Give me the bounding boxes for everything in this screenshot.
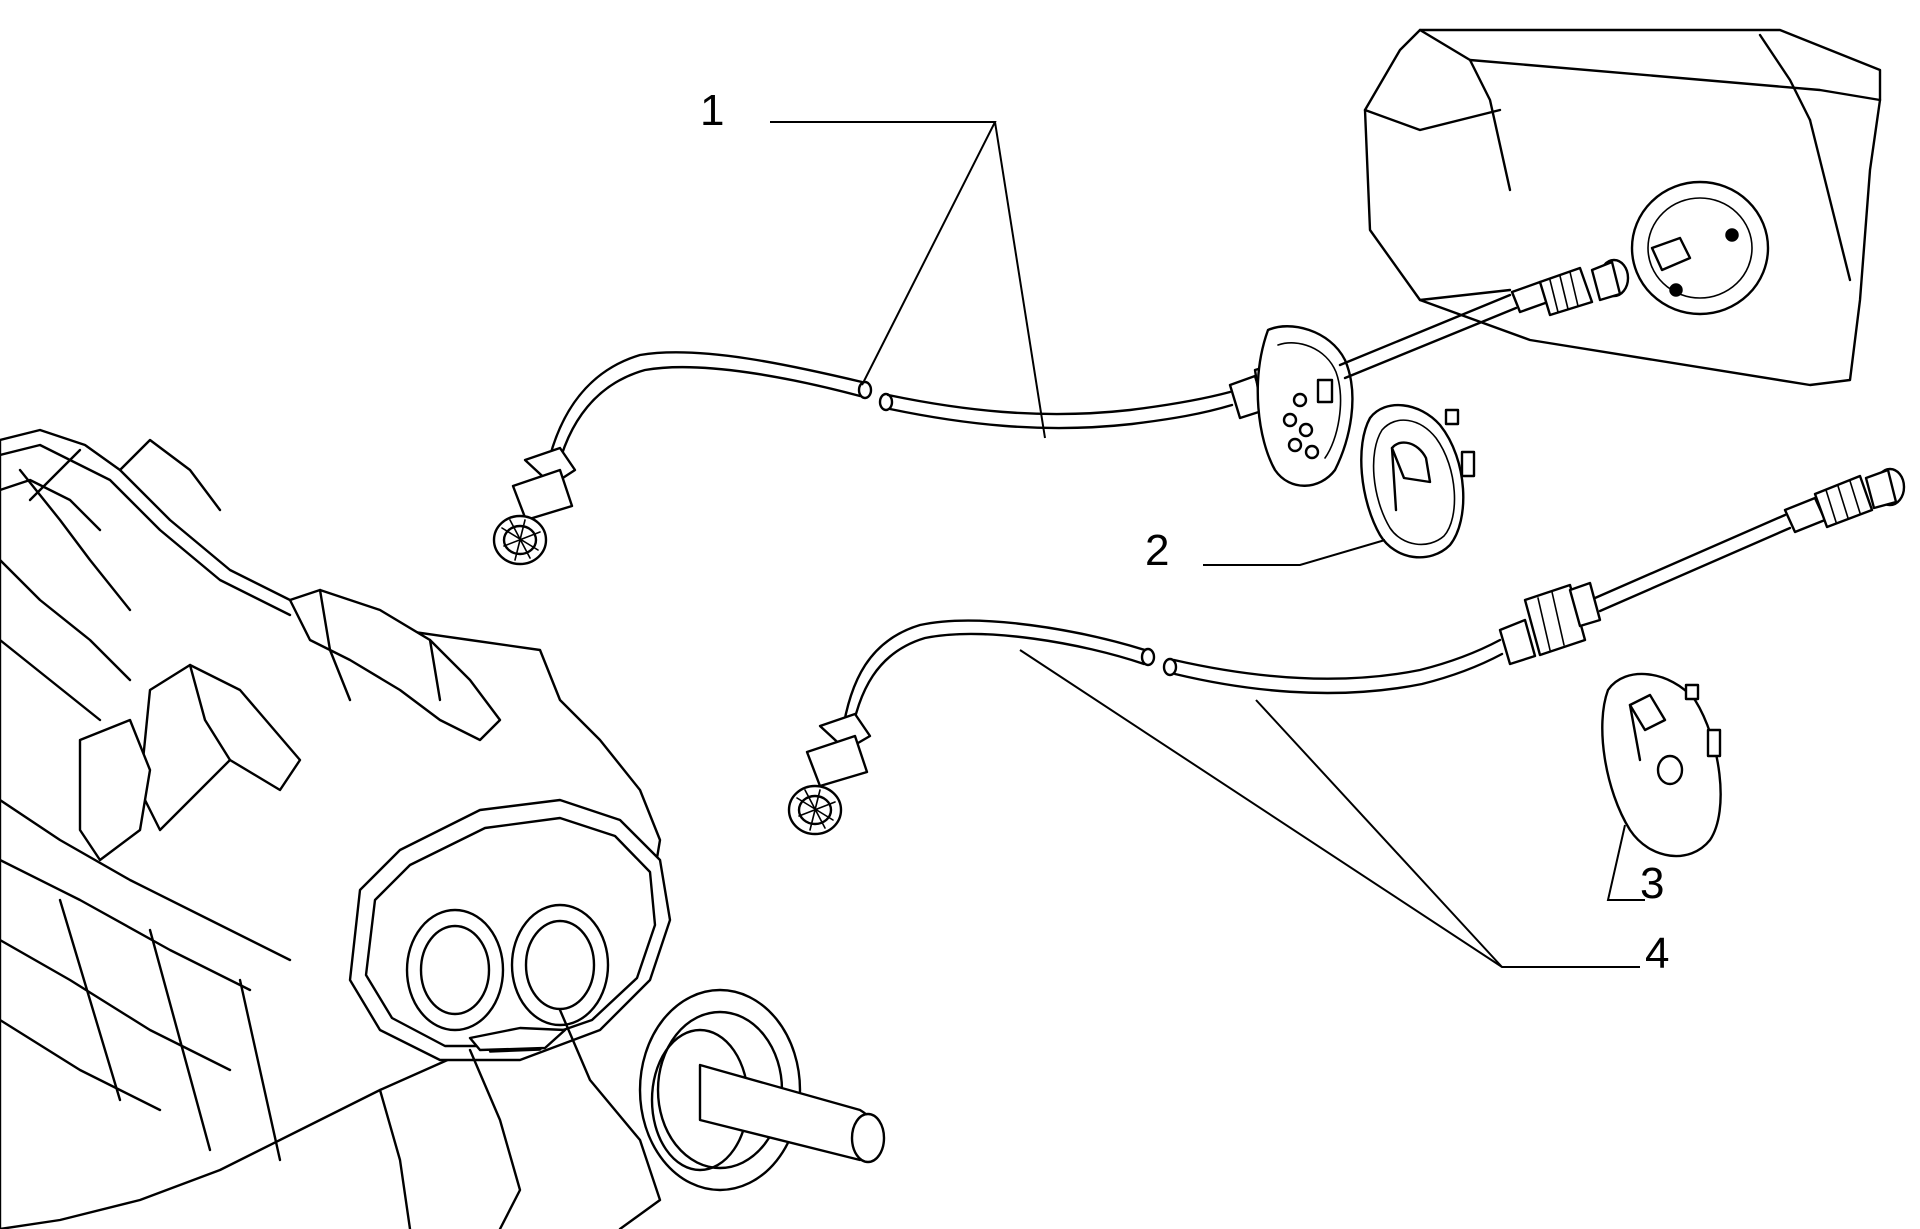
gearbox-housing bbox=[0, 428, 886, 1229]
leader-1 bbox=[770, 121, 997, 386]
leader-2 bbox=[1203, 539, 1386, 566]
leader-lines bbox=[770, 121, 1645, 968]
grommet-part-3 bbox=[1601, 672, 1722, 858]
instrument-cluster bbox=[1363, 28, 1882, 387]
callout-4: 4 bbox=[1645, 929, 1669, 978]
speedometer-cable-lower bbox=[787, 467, 1906, 836]
leader-1b bbox=[994, 121, 1046, 439]
leader-3 bbox=[1606, 824, 1645, 901]
callout-2: 2 bbox=[1145, 526, 1169, 575]
leader-4b bbox=[1255, 699, 1503, 968]
callout-labels: 1 2 3 4 bbox=[700, 86, 1669, 978]
callout-3: 3 bbox=[1640, 859, 1664, 908]
speedometer-cable-upper bbox=[492, 258, 1630, 566]
grommet-part-2 bbox=[1360, 404, 1476, 559]
leader-4 bbox=[1019, 649, 1640, 968]
callout-1: 1 bbox=[700, 86, 724, 135]
